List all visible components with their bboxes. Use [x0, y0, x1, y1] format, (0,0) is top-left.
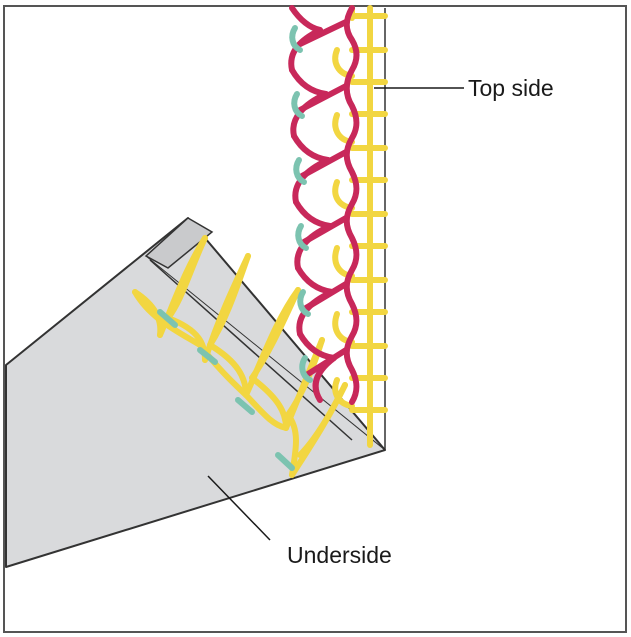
top-side-callout: Top side	[374, 75, 554, 101]
underside-looper-thread	[157, 309, 295, 471]
top-side-label: Top side	[468, 75, 554, 101]
underside-leader-line	[207, 475, 271, 541]
underside-label: Underside	[287, 542, 392, 568]
top-side-teal-thread	[289, 25, 313, 383]
underside-needle-thread	[132, 235, 348, 478]
underside-callout: Underside	[207, 475, 392, 568]
top-side-needle-thread	[332, 5, 388, 448]
